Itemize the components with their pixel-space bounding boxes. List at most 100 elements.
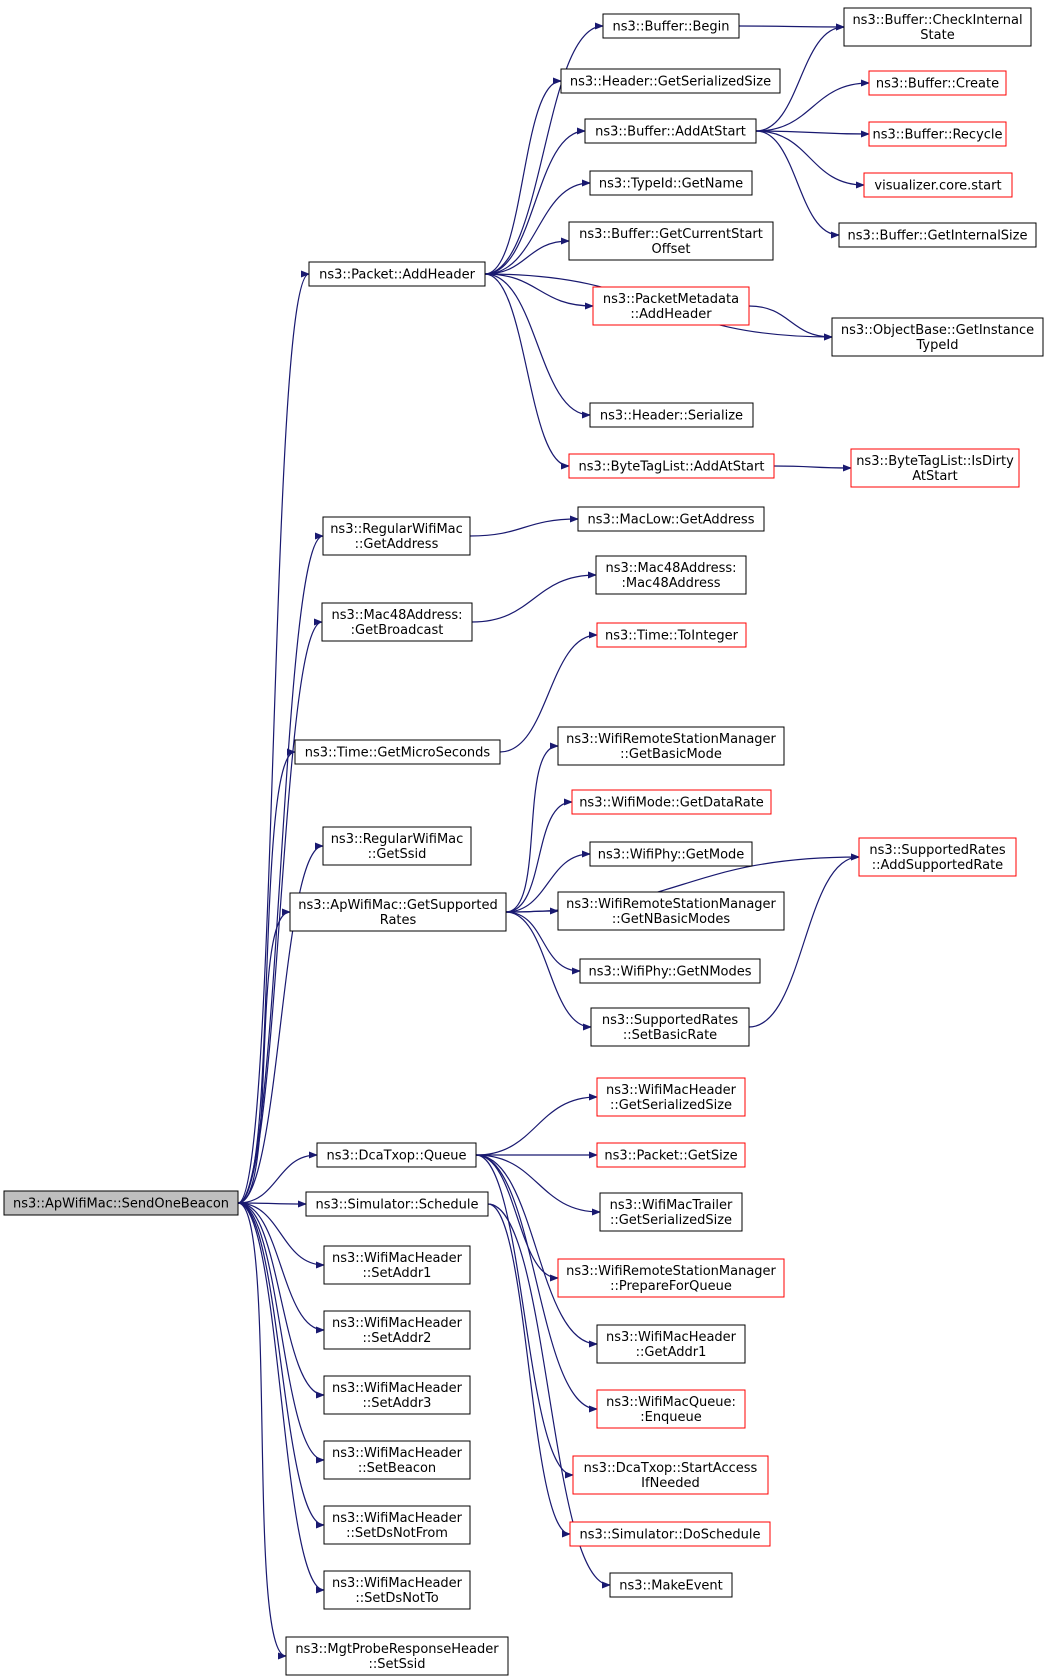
node-ns3-wifimacheader-getaddr1[interactable]: ns3::WifiMacHeader::GetAddr1 (596, 1324, 746, 1364)
node-visualizer-core-start[interactable]: visualizer.core.start (863, 172, 1013, 198)
node-label-line: ns3::WifiMacTrailer (610, 1198, 733, 1213)
node-ns3-wifimacqueue-enqueue[interactable]: ns3::WifiMacQueue::Enqueue (596, 1389, 746, 1429)
node-ns3-supportedrates-addsupportedrate[interactable]: ns3::SupportedRates::AddSupportedRate (858, 837, 1017, 877)
node-label-line: ::SetDsNotFrom (346, 1526, 448, 1541)
node-box (602, 13, 740, 39)
edge-n3-to-m9 (471, 571, 597, 623)
node-label-line: ::AddHeader (630, 307, 712, 322)
node-box (560, 68, 781, 94)
edge-n0-to-n5 (237, 842, 324, 1204)
node-ns3-packet-getsize[interactable]: ns3::Packet::GetSize (596, 1142, 746, 1168)
node-ns3-wifimacheader-setaddr3[interactable]: ns3::WifiMacHeader::SetAddr3 (323, 1375, 471, 1415)
edge-n1-to-m6 (484, 273, 591, 419)
node-ns3-packet-addheader[interactable]: ns3::Packet::AddHeader (308, 261, 486, 287)
node-label-line: ns3::RegularWifiMac (331, 832, 464, 847)
node-box (596, 1389, 746, 1429)
node-label-line: ns3::RegularWifiMac (330, 522, 463, 537)
node-ns3-time-tointeger[interactable]: ns3::Time::ToInteger (596, 622, 747, 648)
node-ns3-maclow-getaddress[interactable]: ns3::MacLow::GetAddress (577, 506, 765, 532)
edge-n0-to-n8 (237, 1200, 307, 1208)
node-box (599, 1192, 743, 1232)
node-label-line: ns3::MakeEvent (619, 1579, 723, 1594)
node-ns3-wifiremotestationmanager-getbasicmode[interactable]: ns3::WifiRemoteStationManager::GetBasicM… (557, 726, 785, 766)
node-ns3-wifimactrailer-getserializedsize[interactable]: ns3::WifiMacTrailer::GetSerializedSize (599, 1192, 743, 1232)
node-label-line: ::PrepareForQueue (610, 1279, 732, 1294)
node-label-line: ::SetAddr1 (363, 1266, 432, 1281)
node-ns3-header-serialize[interactable]: ns3::Header::Serialize (589, 402, 754, 428)
node-ns3-wifimacheader-setdsnotfrom[interactable]: ns3::WifiMacHeader::SetDsNotFrom (323, 1505, 471, 1545)
node-label-line: ns3::SupportedRates (602, 1013, 738, 1028)
edge-n7-to-m22 (475, 1154, 598, 1413)
node-ns3-simulator-doschedule[interactable]: ns3::Simulator::DoSchedule (569, 1521, 771, 1547)
node-box (831, 317, 1044, 357)
node-label-line: ::GetSerializedSize (610, 1213, 732, 1228)
node-box (590, 1007, 750, 1047)
node-box (596, 1324, 746, 1364)
edge-n0-to-n10 (237, 1202, 325, 1334)
node-box (571, 789, 772, 815)
node-ns3-bytetaglist-addatstart[interactable]: ns3::ByteTagList::AddAtStart (568, 453, 775, 479)
node-label-line: ::SetAddr2 (363, 1331, 432, 1346)
node-ns3-wifiphy-getmode[interactable]: ns3::WifiPhy::GetMode (589, 841, 753, 867)
node-ns3-buffer-getinternalsize[interactable]: ns3::Buffer::GetInternalSize (838, 222, 1037, 248)
node-label-line: ns3::WifiPhy::GetNModes (588, 965, 751, 980)
node-ns3-dcatxop-queue[interactable]: ns3::DcaTxop::Queue (316, 1142, 477, 1168)
node-ns3-wifiremotestationmanager-prepareforqueue[interactable]: ns3::WifiRemoteStationManager::PrepareFo… (557, 1258, 785, 1298)
node-ns3-time-getmicroseconds[interactable]: ns3::Time::GetMicroSeconds (294, 739, 501, 765)
edge-n1-to-m0 (484, 22, 604, 275)
node-ns3-wifimacheader-setdsnotto[interactable]: ns3::WifiMacHeader::SetDsNotTo (323, 1570, 471, 1610)
node-box (557, 726, 785, 766)
node-box (322, 516, 471, 556)
node-ns3-buffer-recycle[interactable]: ns3::Buffer::Recycle (868, 121, 1007, 147)
node-ns3-wifimode-getdatarate[interactable]: ns3::WifiMode::GetDataRate (571, 789, 772, 815)
node-ns3-makeevent[interactable]: ns3::MakeEvent (609, 1572, 733, 1598)
node-ns3-wifimacheader-setaddr2[interactable]: ns3::WifiMacHeader::SetAddr2 (323, 1310, 471, 1350)
node-ns3-supportedrates-setbasicrate[interactable]: ns3::SupportedRates::SetBasicRate (590, 1007, 750, 1047)
node-ns3-apwifimac-sendonebeacon[interactable]: ns3::ApWifiMac::SendOneBeacon (3, 1190, 239, 1216)
node-box (323, 1375, 471, 1415)
node-ns3-packetmetadata-addheader[interactable]: ns3::PacketMetadata::AddHeader (592, 286, 750, 326)
edge-n0-to-n11 (237, 1202, 325, 1399)
node-ns3-mgtproberesponseheader-setssid[interactable]: ns3::MgtProbeResponseHeader::SetSsid (285, 1636, 509, 1676)
edge-n0-to-n2 (237, 532, 324, 1204)
node-ns3-typeid-getname[interactable]: ns3::TypeId::GetName (589, 170, 753, 196)
node-label-line: IfNeeded (641, 1476, 700, 1491)
node-label-line: ns3::Buffer::GetInternalSize (848, 229, 1028, 244)
node-label-line: ns3::WifiMacHeader (332, 1316, 463, 1331)
edge-n0-to-n4 (237, 748, 296, 1204)
node-label-line: ::SetSsid (369, 1657, 426, 1672)
node-ns3-regularwifimac-getaddress[interactable]: ns3::RegularWifiMac::GetAddress (322, 516, 471, 556)
edge-n4-to-m10 (499, 631, 598, 753)
node-ns3-mac48address-getbroadcast[interactable]: ns3::Mac48Address::GetBroadcast (321, 602, 473, 642)
node-label-line: visualizer.core.start (874, 179, 1001, 194)
node-label-line: TypeId (916, 338, 959, 353)
node-box (838, 222, 1037, 248)
node-ns3-wifiremotestationmanager-getnbasicmodes[interactable]: ns3::WifiRemoteStationManager::GetNBasic… (557, 891, 785, 931)
node-label-line: ::GetAddress (355, 537, 439, 552)
node-ns3-wifiphy-getnmodes[interactable]: ns3::WifiPhy::GetNModes (579, 958, 761, 984)
node-ns3-regularwifimac-getssid[interactable]: ns3::RegularWifiMac::GetSsid (322, 826, 472, 866)
node-ns3-buffer-create[interactable]: ns3::Buffer::Create (868, 70, 1007, 96)
node-ns3-simulator-schedule[interactable]: ns3::Simulator::Schedule (305, 1191, 489, 1217)
node-ns3-wifimacheader-setbeacon[interactable]: ns3::WifiMacHeader::SetBeacon (323, 1440, 471, 1480)
node-box (863, 172, 1013, 198)
node-box (323, 1570, 471, 1610)
node-box (589, 170, 753, 196)
node-box (3, 1190, 239, 1216)
node-ns3-wifimacheader-setaddr1[interactable]: ns3::WifiMacHeader::SetAddr1 (323, 1245, 471, 1285)
node-ns3-header-getserializedsize[interactable]: ns3::Header::GetSerializedSize (560, 68, 781, 94)
node-ns3-mac48address-mac48address[interactable]: ns3::Mac48Address::Mac48Address (595, 555, 747, 595)
edge-m5-to-r5 (748, 305, 833, 341)
node-label-line: ::GetBasicMode (620, 747, 722, 762)
node-ns3-wifimacheader-getserializedsize[interactable]: ns3::WifiMacHeader::GetSerializedSize (596, 1077, 746, 1117)
node-ns3-buffer-addatstart[interactable]: ns3::Buffer::AddAtStart (584, 118, 757, 144)
nodes-layer: ns3::ApWifiMac::SendOneBeacon ns3::Packet… (3, 7, 1044, 1676)
node-ns3-buffer-begin[interactable]: ns3::Buffer::Begin (602, 13, 740, 39)
node-label-line: ns3::Buffer::Recycle (872, 128, 1002, 143)
